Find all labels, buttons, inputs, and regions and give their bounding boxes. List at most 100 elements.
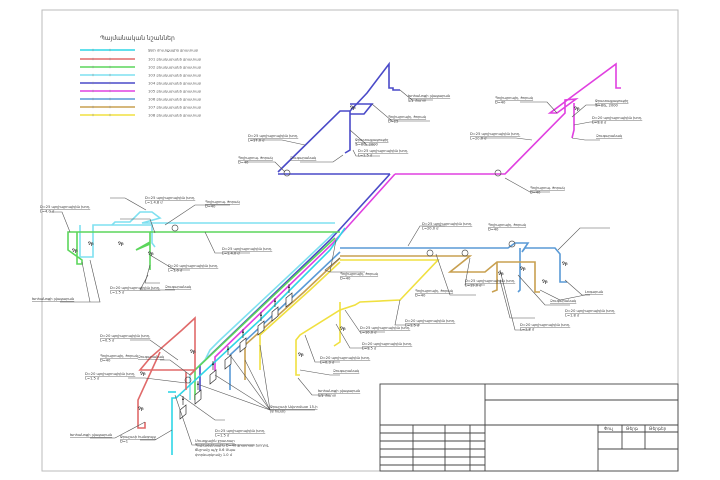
annotation-text: L=1.5 մ [85,377,100,381]
water-meter-icon [224,346,232,370]
pipe-102 [67,231,340,400]
annotation-text: Պոլիպրոպիլ. ծորակ [388,115,426,119]
valve-icon [283,169,291,177]
annotation-lb-6: Զուգարանակ [550,299,576,303]
drawing-frame [41,9,679,472]
annotation-text: D=40 [488,228,499,232]
annotation-text: L=1.5 մ [110,291,125,295]
fixture-mark: Չր [574,106,580,111]
annotation-text: D=20 պոլիպրոպիլեն խող. [85,372,135,376]
annotation-text: L=1.4.8 մ [145,201,163,205]
annotation-lb-7: D=20 պոլիպրոպիլեն խող.L=1.8 մ [565,309,615,318]
annotation-red-5: Խոհանոցի լվացարան [70,433,112,437]
water-meters [179,284,293,420]
fixture-mark: Չր [72,248,78,253]
annotation-text: կ/ջ մարտ [318,394,337,398]
annotation-main-3: D=25 պոլիպրոպիլեն խող.L=1.5 մ [215,429,265,438]
annotation-green-7: D=20 պոլիպրոպիլեն խող.L=1.5 մ [110,286,160,295]
annotation-text: Մուտքային ջրատար [195,439,235,443]
annotation-text: D=20 պոլիպրոպիլեն խող. [565,309,615,313]
legend-item: 102 բնակարանի ջրատար [80,64,202,69]
legend-item: 105 բնակարանի ջրատար [80,88,202,93]
annotation-text: L=19.0 մ [465,284,482,288]
annotation-text: L=1.5 մ [358,154,373,158]
annotation-text: կ/ջ մարտ [408,99,427,103]
water-meter-icon [179,396,187,420]
annotation-green-1: D=25 պոլիպրոպիլեն խող.L=4.0 մ [40,205,90,214]
annotation-text: ճնշումը պ/ջ 0.6 Մպա [195,448,236,452]
legend-item: 103 բնակարանի ջրատար [80,72,202,77]
annotation-text: L=4.0 մ [40,210,55,214]
legend-label: 101 բնակարանի ջրատար [148,56,202,61]
annotation-lb-5: D=20 պոլիպրոպիլեն խող.L=1.5 մ [405,319,455,328]
annotation-text: Պոլիպրոպիլ. ծորակ [340,272,378,276]
annotation-text: Ջրաչափ հանգույց [120,435,156,439]
annotation-text: D=25 պոլիպրոպիլեն խող. [215,429,265,433]
annotation-text: Լոգարան [585,290,603,294]
pipe-108 [259,259,440,376]
valve-symbols [171,169,516,384]
valve-icon [461,249,469,257]
annotation-y-3: Զուգարանակ [333,369,359,373]
valve-icon [184,376,192,384]
pipe-104 [199,61,400,395]
annotation-text: L=1.8 մ [520,328,535,332]
annotation-text: Խոհանոցի լվացարան [70,433,112,437]
annotation-text: D=20 պոլիպրոպիլեն խող. [168,264,218,268]
annotation-green-2: D=25 պոլիպրոպիլեն խող.L=1.4.8 մ [145,196,195,205]
fixture-mark: Չր [148,251,154,256]
annotation-text: D=25 պոլիպրոպիլեն խող. [145,196,195,200]
annotation-mag-4: Զուգարանակ [596,134,622,138]
annotation-text: L=1.0 մ [168,269,183,273]
fixture-mark: Չր [542,279,548,284]
annotation-text: D=40 [340,277,351,281]
annotation-mag-3: D=20 պոլիպրոպիլեն խող.L=1.8 մ [592,116,642,125]
annotation-text: Պոլիպրոպիլ. ծորակ [415,289,453,293]
annotation-main-2: Ջրաչափ Ավտոմատ 15-ի(8 հատ) [270,405,318,414]
annotation-text: Ֆ=80լ, 2000 [595,104,619,108]
annotation-y-1: D=25 պոլիպրոպիլեն խող.L=10.0 մ [360,326,410,335]
water-meter-icon [285,284,293,308]
annotation-text: D=20 պոլիպրոպիլեն խող. [405,319,455,323]
fixture-mark: Չր [118,241,124,246]
legend-item: 106 բնակարանի ջրատար [80,96,202,101]
valve-icon [494,169,502,177]
annotation-text: D=1 [120,440,128,444]
annotation-lb-3: D=25 պոլիպրոպիլեն խող.L=19.0 մ [465,279,515,288]
fixture-mark: Չր [88,241,94,246]
annotation-text: փորձարկումը 1.0 մ [195,453,233,457]
annotation-green-6: Զուգարանակ [165,285,191,289]
annotation-text: (8 հատ) [270,410,286,414]
pipe-main-entry [168,227,346,455]
annotation-text: D=20 պոլիպրոպիլեն խող. [362,342,412,346]
water-meter-icon [209,361,217,385]
annotation-lb-1: D=25 պոլիպրոպիլեն խող.L=20.0 մ [422,222,472,231]
annotation-text: Զուգարանակ [165,285,191,289]
annotation-text: D=20 պոլիպրոպիլեն խող. [592,116,642,120]
legend-label: 103 բնակարանի ջրատար [148,72,202,77]
legend-item: 104 բնակարանի ջրատար [80,80,202,85]
annotation-red-4: D=20 պոլիպրոպիլեն խող.L=1.5 մ [85,372,135,381]
annotation-text: L=1.5 մ [362,347,377,351]
annotation-text: Պոլիպրոպիլ. ծորակ [100,354,138,358]
legend-item: 101 բնակարանի ջրատար [80,56,202,61]
title-block-sheets: Թերթեր [649,426,667,431]
annotation-lb-8: D=20 պոլիպրոպիլեն խող.L=1.8 մ [520,323,570,332]
annotation-text: Պոլիպրոպ. ծորակ [205,200,240,204]
fixture-mark: Չր [350,105,356,110]
annotation-text: Զուգարանակ [138,355,164,359]
annotation-text: D=40 [530,191,541,195]
water-meter-icon [194,381,202,405]
annotation-text: Զուգարանակ [550,299,576,303]
